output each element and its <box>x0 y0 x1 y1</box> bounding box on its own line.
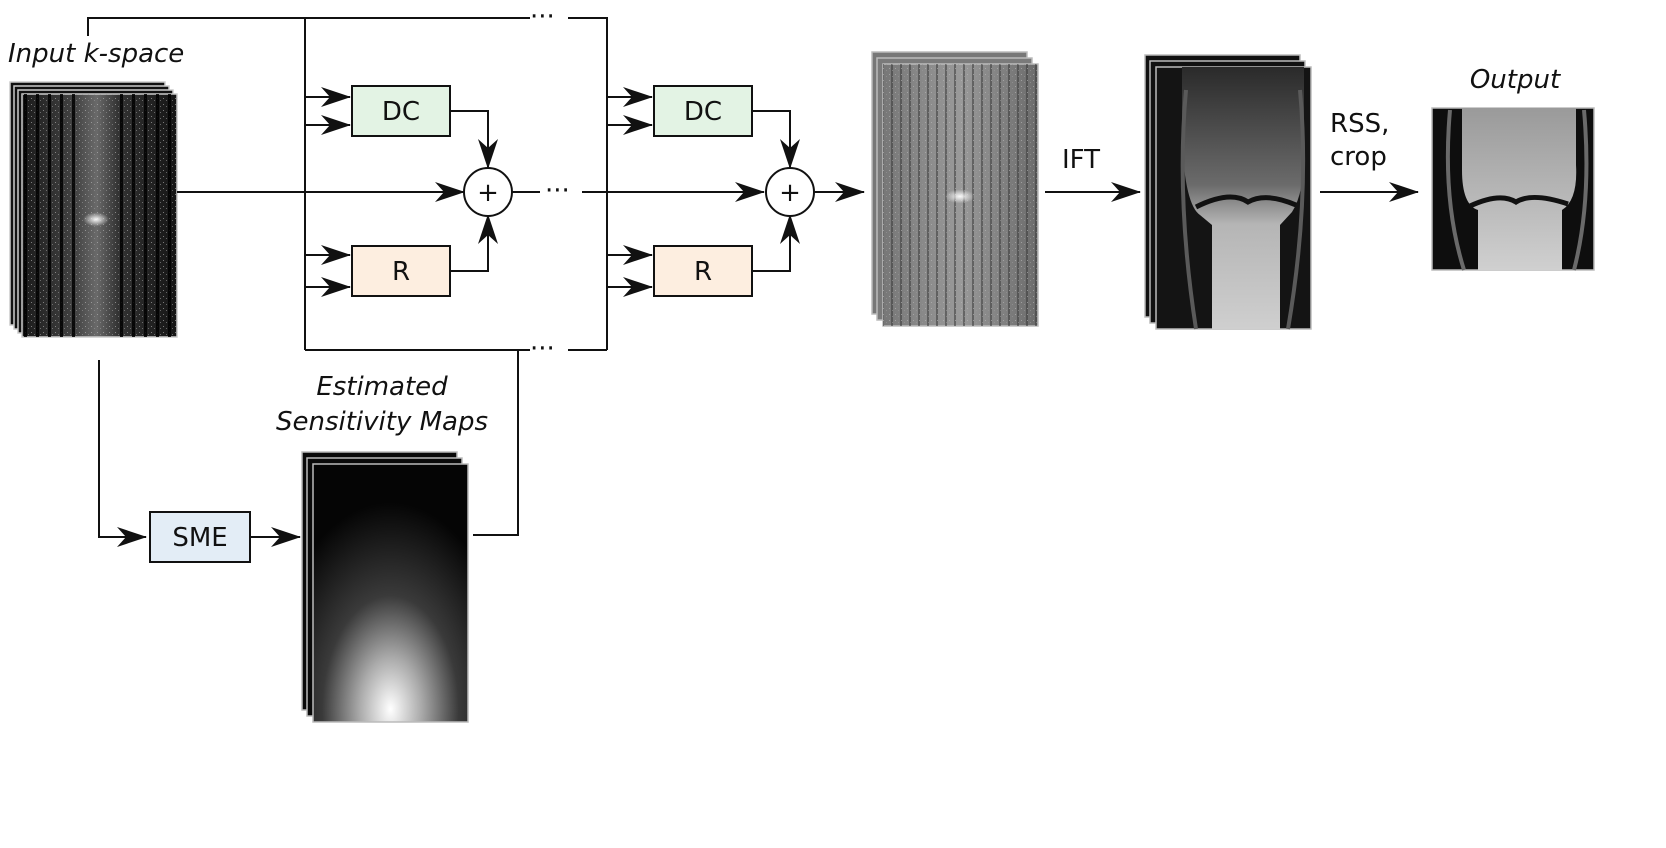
sum-node-1: + <box>463 167 513 217</box>
dc-block-1: DC <box>351 85 451 137</box>
sensitivity-map-stack <box>301 451 469 723</box>
input-kspace-label: Input k-space <box>8 39 184 69</box>
output-image <box>1431 107 1595 271</box>
sum-node-2-plus: + <box>779 178 801 208</box>
dc-block-2: DC <box>653 85 753 137</box>
dc-block-1-label: DC <box>382 97 420 127</box>
output-label: Output <box>1470 65 1561 95</box>
bottom-bus: ··· <box>305 334 607 536</box>
bottom-ellipsis: ··· <box>530 334 555 364</box>
r-block-1-box <box>351 245 451 297</box>
estimated-label-line1: Estimated <box>316 372 448 402</box>
top-bus: ··· <box>87 2 608 350</box>
estimated-label-line2: Sensitivity Maps <box>276 407 488 437</box>
coil-image-stack <box>1144 54 1312 330</box>
sme-block-box <box>149 511 251 563</box>
r-block-2-label: R <box>694 257 712 287</box>
r-block-2-box <box>653 245 753 297</box>
reconstructed-kspace-stack <box>871 51 1039 327</box>
r-block-2: R <box>653 245 753 297</box>
sme-block-label: SME <box>172 523 227 553</box>
middle-ellipsis: ··· <box>545 176 570 206</box>
input-kspace-stack <box>9 81 178 338</box>
sme-block: SME <box>149 511 251 563</box>
dc-block-2-label: DC <box>684 97 722 127</box>
r-block-1-label: R <box>392 257 410 287</box>
sum-node-1-plus: + <box>477 178 499 208</box>
rss-label-line1: RSS, <box>1330 109 1389 139</box>
dc-block-2-box <box>653 85 753 137</box>
ift-label: IFT <box>1062 145 1100 175</box>
r-block-1: R <box>351 245 451 297</box>
rss-label-line2: crop <box>1330 142 1387 172</box>
top-ellipsis: ··· <box>530 2 555 32</box>
sum-node-2: + <box>765 167 815 217</box>
